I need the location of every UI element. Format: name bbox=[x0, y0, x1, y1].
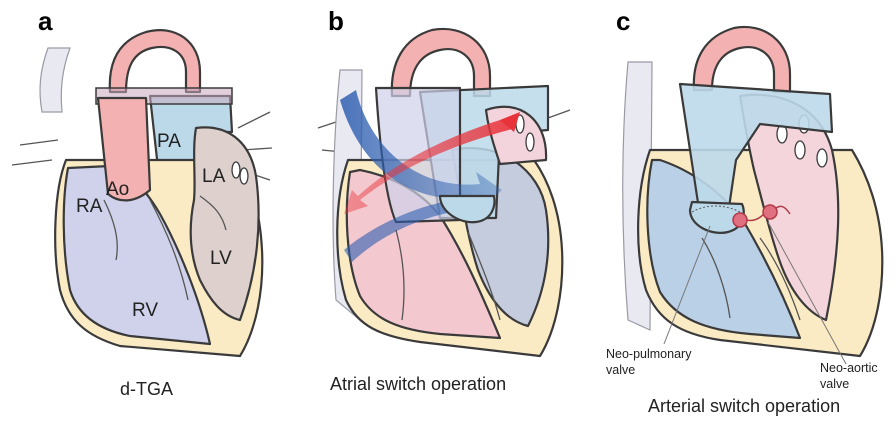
label-pa: PA bbox=[157, 131, 181, 152]
label-ao: Ao bbox=[106, 179, 129, 200]
label-lv: LV bbox=[210, 248, 232, 269]
label-ra: RA bbox=[76, 196, 103, 217]
neo-aortic-label-1: Neo-aortic bbox=[820, 361, 878, 375]
panel-b-letter: b bbox=[328, 6, 344, 36]
aorta-arch-c bbox=[694, 27, 790, 92]
neo-aortic-label-2: valve bbox=[820, 377, 849, 391]
panel-b: b Atrial switch operation bbox=[318, 6, 570, 394]
caption-a: d-TGA bbox=[120, 379, 173, 399]
caption-b: Atrial switch operation bbox=[330, 374, 506, 394]
panel-a: a Ao PA LA RA bbox=[12, 6, 272, 399]
panel-c: c Neo-pulmonary valve Neo bbox=[606, 6, 882, 416]
panel-c-letter: c bbox=[616, 6, 630, 36]
neo-pulmonary-label-1: Neo-pulmonary bbox=[606, 347, 692, 361]
label-rv: RV bbox=[132, 300, 158, 321]
label-la: LA bbox=[202, 166, 226, 187]
neo-pulmonary-label-2: valve bbox=[606, 363, 635, 377]
aorta-arch bbox=[110, 30, 200, 92]
caption-c: Arterial switch operation bbox=[648, 396, 840, 416]
aorta-arch-b bbox=[392, 29, 490, 96]
panel-a-letter: a bbox=[38, 6, 53, 36]
